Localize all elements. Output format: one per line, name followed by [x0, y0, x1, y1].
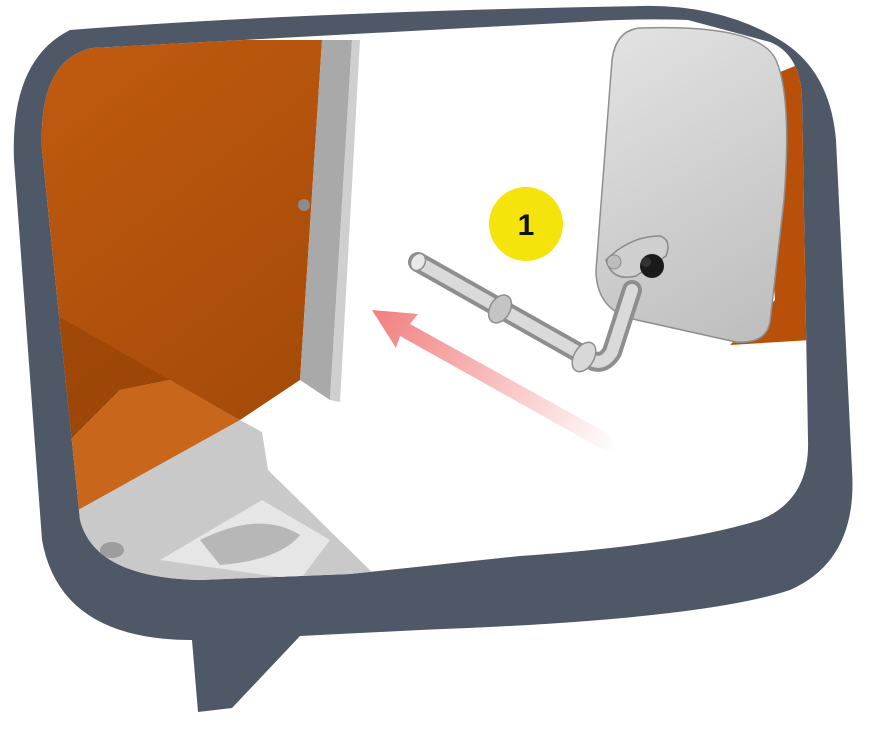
- step-marker: 1: [489, 187, 563, 261]
- wall-hole: [298, 199, 310, 211]
- step-number: 1: [518, 209, 535, 242]
